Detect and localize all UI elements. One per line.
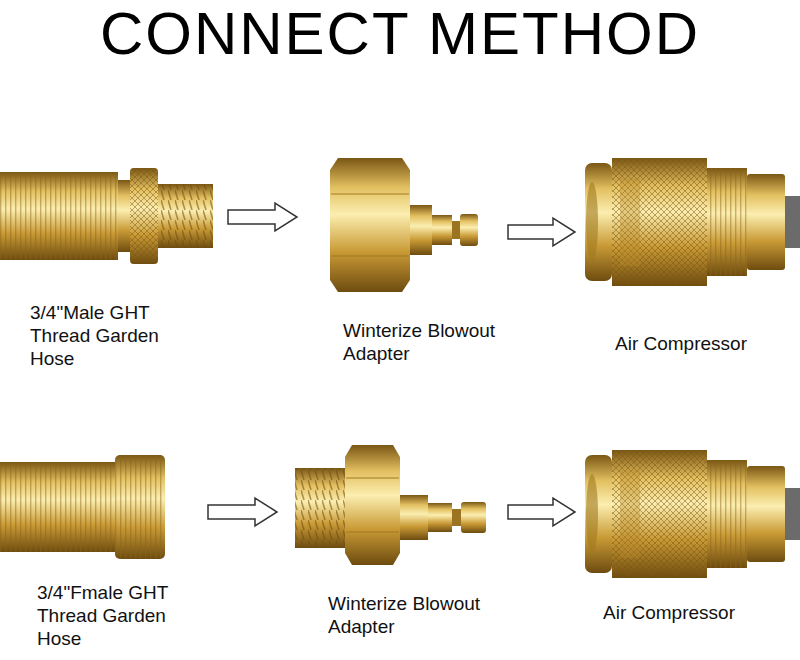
hollow-arrow bbox=[228, 203, 297, 231]
female-adapter bbox=[330, 158, 478, 292]
fitting-item: 3/4"Fmale GHT Thread Garden Hose bbox=[5, 440, 205, 656]
hollow-arrow bbox=[208, 498, 277, 526]
part-label: Winterize Blowout Adapter bbox=[328, 593, 513, 639]
male-adapter bbox=[295, 445, 486, 565]
fitting-item: Winterize Blowout Adapter bbox=[280, 435, 505, 656]
part-label: 3/4"Fmale GHT Thread Garden Hose bbox=[37, 582, 205, 650]
fitting-item: Winterize Blowout Adapter bbox=[300, 145, 505, 385]
compressor-coupler bbox=[585, 158, 800, 286]
part-label: Air Compressor bbox=[603, 602, 778, 625]
diagram-title: CONNECT METHOD bbox=[0, 4, 800, 64]
fitting-item: Air Compressor bbox=[578, 435, 795, 656]
compressor-coupler bbox=[585, 450, 800, 578]
part-label: Winterize Blowout Adapter bbox=[343, 320, 528, 366]
hollow-arrow bbox=[508, 498, 575, 526]
part-label: Air Compressor bbox=[615, 333, 790, 356]
part-label: 3/4"Male GHT Thread Garden Hose bbox=[30, 302, 198, 370]
female-hose-fitting bbox=[0, 455, 165, 559]
fitting-item: Air Compressor bbox=[578, 145, 795, 385]
fitting-item: 3/4"Male GHT Thread Garden Hose bbox=[5, 150, 225, 385]
male-hose-fitting bbox=[0, 168, 213, 264]
hollow-arrow bbox=[508, 218, 575, 246]
